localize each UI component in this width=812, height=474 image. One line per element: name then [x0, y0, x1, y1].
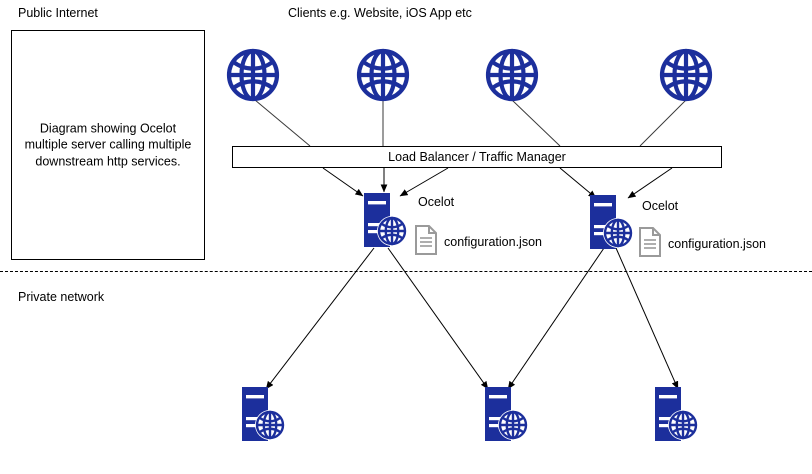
http-service-2[interactable]	[483, 385, 531, 450]
diagram-note-text: Diagram showing Ocelot multiple server c…	[24, 121, 192, 169]
http-service-1[interactable]	[240, 385, 288, 450]
ocelot-node-1-config-label: configuration.json	[444, 235, 542, 249]
server-globe-icon	[590, 195, 633, 249]
ocelot-node-2-config-icon[interactable]	[638, 227, 662, 262]
client-1[interactable]	[225, 47, 281, 108]
client-2[interactable]	[355, 47, 411, 108]
globe-icon	[226, 48, 280, 102]
document-icon	[415, 225, 437, 255]
public-internet-label: Public Internet	[18, 6, 98, 20]
network-divider	[0, 271, 812, 272]
ocelot-node-1-config-icon[interactable]	[414, 225, 438, 260]
ocelot-node-1[interactable]	[362, 191, 410, 256]
load-balancer-bar[interactable]: Load Balancer / Traffic Manager	[232, 146, 722, 168]
server-globe-icon	[364, 193, 407, 247]
ocelot-node-1-label: Ocelot	[418, 195, 455, 209]
clients-label: Clients e.g. Website, iOS App etc	[288, 6, 472, 20]
private-network-label: Private network	[18, 290, 105, 304]
server-globe-icon	[655, 387, 698, 441]
server-globe-icon	[242, 387, 285, 441]
client-3[interactable]	[484, 47, 540, 108]
document-icon	[639, 227, 661, 257]
ocelot-node-2-config-label: configuration.json	[668, 237, 766, 251]
globe-icon	[356, 48, 410, 102]
globe-icon	[659, 48, 713, 102]
diagram-note-box: Diagram showing Ocelot multiple server c…	[11, 30, 205, 260]
server-globe-icon	[485, 387, 528, 441]
globe-icon	[485, 48, 539, 102]
client-4[interactable]	[658, 47, 714, 108]
load-balancer-label: Load Balancer / Traffic Manager	[388, 150, 566, 164]
ocelot-node-2-label: Ocelot	[642, 199, 679, 213]
ocelot-node-2[interactable]	[588, 193, 636, 258]
http-service-3[interactable]	[653, 385, 701, 450]
